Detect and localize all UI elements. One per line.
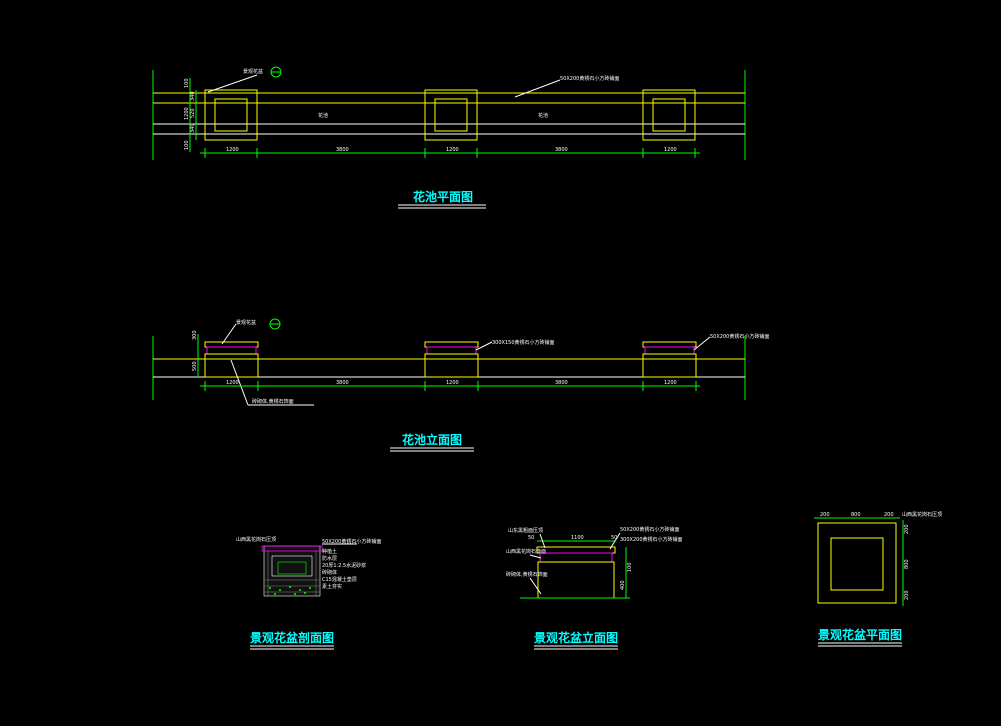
pot-elev-note: 砖砌体,黄锈石饰面	[506, 571, 548, 578]
pot-elev-note: 山东黑粗面压顶	[508, 527, 543, 534]
pot-elev-note: 山西黑花岗石饰面	[506, 548, 546, 555]
pot-elevation-title: 景观花盆立面图	[534, 630, 618, 645]
plan-pot-1	[204, 89, 258, 141]
plan-callout-pot-leader	[207, 74, 258, 93]
elev-pot-3-body	[642, 353, 697, 378]
elev-pot-1-body	[204, 353, 259, 378]
elev-dim-left: 500	[192, 361, 198, 371]
pot-section-title: 景观花盆剖面图	[250, 630, 334, 645]
elev-dim-bottom: 1200	[226, 380, 239, 386]
elev-pot-2-body	[424, 353, 479, 378]
pot-elev-band	[539, 552, 613, 563]
elev-dim-bottom: 1200	[446, 380, 459, 386]
plan-dim-left: 100	[184, 140, 190, 150]
pot-plan-dim-right: 200	[904, 524, 910, 534]
elev-callout-pot: 景观花盆	[236, 319, 256, 326]
plan-dim-bottom: 1200	[226, 147, 239, 153]
plan-pot-2	[424, 89, 478, 141]
pot-section-note-left: 山西黑花岗石压顶	[236, 536, 276, 543]
pot-plan-dim-top: 800	[851, 512, 861, 518]
plan-label-bed-2: 花池	[538, 112, 548, 119]
elev-pot-3-band	[644, 346, 695, 355]
plan-pot-3	[642, 89, 696, 141]
pot-elev-dim-right: 100	[627, 562, 633, 572]
plan-dim-left: 100	[184, 78, 190, 88]
svg-text:20厚1:2.5水泥砂浆: 20厚1:2.5水泥砂浆	[322, 562, 366, 569]
svg-text:素土夯实: 素土夯实	[322, 583, 342, 590]
pot-plan-outer	[817, 522, 897, 604]
elevation-title: 花池立面图	[402, 432, 462, 447]
plan-callout-pave-leader	[514, 79, 561, 98]
elev-pot-3-cap	[642, 341, 697, 348]
pot-elev-dim-right: 400	[620, 580, 626, 590]
pot-plan-dim-right: 200	[904, 590, 910, 600]
plan-dim-bottom: 3800	[336, 147, 349, 153]
pot-elev-cap	[536, 546, 616, 554]
plan-dim-bottom: 1200	[664, 147, 677, 153]
elev-pot-2-cap	[424, 341, 479, 348]
pot-plan-dim-top: 200	[820, 512, 830, 518]
flowerbed-plan: 花池 花池 景观花盆 50X200黄锈石小方砖铺面 100 340 1200 5…	[152, 66, 746, 209]
plan-dim-bottom: 3800	[555, 147, 568, 153]
plan-dim-left: 340	[190, 91, 196, 101]
flowerbed-elevation: 景观花盆 300X150黄锈石小方砖铺面 50X200黄锈石小方砖铺面 砖砌体,…	[152, 318, 769, 452]
elev-dim-bottom: 1200	[664, 380, 677, 386]
pot-plan-dim-top: 200	[884, 512, 894, 518]
plan-pot-1-inner	[214, 98, 248, 132]
elev-callout-right: 50X200黄锈石小方砖铺面	[710, 333, 769, 340]
pot-elev-dim-top: 1100	[571, 535, 584, 541]
plan-pot-3-inner	[652, 98, 686, 132]
plan-dim-left: 520	[190, 108, 196, 118]
elev-dim-bottom: 3800	[336, 380, 349, 386]
elev-callout-mid: 300X150黄锈石小方砖铺面	[492, 339, 555, 346]
plan-dim-bottom: 1200	[446, 147, 459, 153]
pot-elev-note-right: 50X200黄锈石小方砖铺面	[620, 526, 679, 533]
pot-elev-note-right: 300X200黄锈石小方砖铺面	[620, 536, 683, 543]
svg-text:50X200黄锈石小方砖铺面: 50X200黄锈石小方砖铺面	[322, 538, 381, 545]
pot-plan-note: 山西黑花岗石压顶	[902, 511, 942, 518]
pot-plan-title: 景观花盆平面图	[818, 627, 902, 642]
plan-callout-pave: 50X200黄锈石小方砖铺面	[560, 75, 619, 82]
pot-plan: 200 800 200 山西黑花岗石压顶 200 800 200 景观花盆平面图	[814, 511, 942, 647]
svg-text:C15混凝土垫层: C15混凝土垫层	[322, 576, 357, 583]
elev-dim-bottom: 3800	[555, 380, 568, 386]
pot-plan-dim-right: 800	[904, 559, 910, 569]
plan-dim-left: 1200	[184, 107, 190, 120]
svg-text:防水层: 防水层	[322, 555, 337, 562]
pot-elev-dim-side-l: 50	[528, 535, 534, 541]
svg-text:砖砌体: 砖砌体	[322, 569, 337, 576]
pot-elev-body	[537, 561, 615, 599]
pot-section-notes: 50X200黄锈石小方砖铺面 种植土 防水层 20厚1:2.5水泥砂浆 砖砌体 …	[322, 538, 381, 590]
elev-pot-2-band	[426, 346, 477, 355]
plan-dim-left: 340	[190, 123, 196, 133]
elev-callout-base: 砖砌体,黄锈石饰面	[252, 398, 294, 405]
plan-dims-left: 100 340 1200 520 340 100	[184, 78, 196, 150]
plan-title: 花池平面图	[413, 189, 473, 204]
elev-pot-1-band	[206, 346, 257, 355]
plan-label-bed-1: 花池	[318, 112, 328, 119]
elev-dim-left: 300	[192, 330, 198, 340]
elev-pot-1-cap	[204, 341, 259, 348]
pot-section: 山西黑花岗石压顶 50X200黄锈石小方砖铺面 种植土 防水层 20厚1:2.5…	[236, 536, 381, 650]
pot-plan-inner	[830, 537, 884, 591]
plan-callout-pot: 景观花盆	[243, 68, 263, 75]
pot-elev-dim-side-r: 50	[611, 535, 617, 541]
pot-section-outline	[263, 545, 321, 597]
svg-text:种植土: 种植土	[322, 548, 337, 555]
plan-pot-2-inner	[434, 98, 468, 132]
pot-elevation: 1100 50 50 100 400 山东黑粗面压顶 山西黑花岗石饰面 砖砌体,…	[506, 526, 683, 650]
